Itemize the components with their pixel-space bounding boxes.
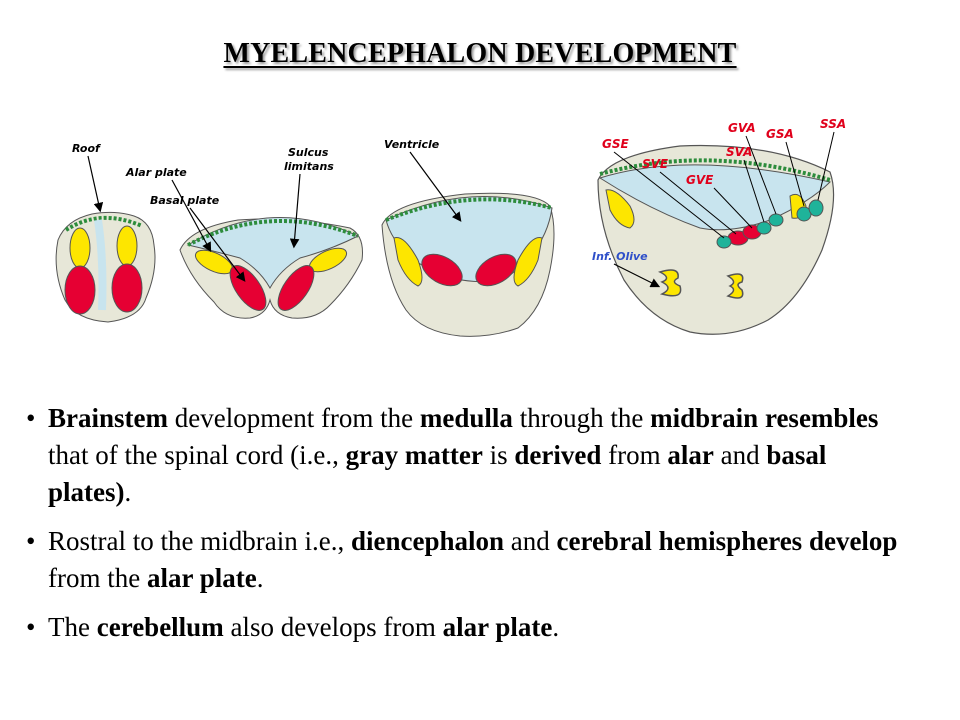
label-gsa: GSA [766,127,794,141]
stage-2-plates [179,217,363,319]
myelencephalon-diagram: Roof Alar plate Basal plate Sulcus limit… [30,110,930,370]
bold-term: alar plate [146,563,257,593]
bold-term: gray matter [345,440,483,470]
bullet-item-3: • The cerebellum also develops from alar … [26,609,906,646]
diagram-labels: Roof Alar plate Basal plate Sulcus limit… [72,117,846,288]
bullet-dot: • [26,403,36,433]
label-alar-plate: Alar plate [125,166,187,179]
stage-3-ventricle [381,192,555,337]
bold-term: alar [667,440,714,470]
bullet-text: Brainstem development from the medulla t… [48,403,878,507]
bold-term: basal plates) [48,440,827,507]
text-segment: . [124,477,132,507]
label-ventricle: Ventricle [384,138,440,151]
label-gva: GVA [728,121,756,135]
label-gve: GVE [686,173,714,187]
bold-term: midbrain [650,403,759,433]
text-segment [802,526,809,556]
text-segment: and [504,526,557,556]
slide-title: MYELENCEPHALON DEVELOPMENT [0,38,960,70]
bullet-dot: • [26,526,36,556]
text-segment: development from the [167,403,420,433]
bold-term: develop [808,526,898,556]
stage-1-neural-tube [55,211,156,323]
label-roof: Roof [72,142,101,155]
text-segment [758,403,765,433]
bold-term: diencephalon [350,526,504,556]
label-gse: GSE [602,137,629,151]
bullet-list: • Brainstem development from the medulla … [26,400,906,658]
label-sva: SVA [726,145,752,159]
bold-term: medulla [419,403,513,433]
bold-term: Brainstem [48,403,168,433]
label-inf-olive: Inf. Olive [592,250,648,263]
label-sve: SVE [642,157,669,171]
slide-title-text: MYELENCEPHALON DEVELOPMENT [223,38,737,69]
label-ssa: SSA [820,117,846,131]
label-basal-plate: Basal plate [150,194,220,207]
bold-term: alar plate [442,612,553,642]
diagram-svg: Roof Alar plate Basal plate Sulcus limit… [55,117,846,337]
text-segment: Rostral to the midbrain i.e., [48,526,351,556]
text-segment: also develops from [223,612,443,642]
text-segment: The [48,612,97,642]
bullet-dot: • [26,612,36,642]
label-limitans: limitans [284,160,334,173]
bullet-text: The cerebellum also develops from alar p… [48,612,559,642]
bold-term: derived [514,440,602,470]
text-segment: from the [48,563,147,593]
text-segment: through the [512,403,651,433]
text-segment: . [256,563,264,593]
label-sulcus: Sulcus [288,146,329,159]
text-segment: . [552,612,560,642]
text-segment: from [601,440,668,470]
text-segment: that of the spinal cord (i.e., [48,440,346,470]
text-segment: is [482,440,515,470]
stage-4-medulla-nuclei [597,144,835,335]
bullet-text: Rostral to the midbrain i.e., diencephal… [48,526,897,593]
bold-term: cerebral hemispheres [556,526,803,556]
bold-term: cerebellum [96,612,224,642]
bullet-item-2: • Rostral to the midbrain i.e., diencepha… [26,523,906,597]
bold-term: resembles [764,403,879,433]
text-segment: and [713,440,767,470]
bullet-item-1: • Brainstem development from the medulla … [26,400,906,511]
